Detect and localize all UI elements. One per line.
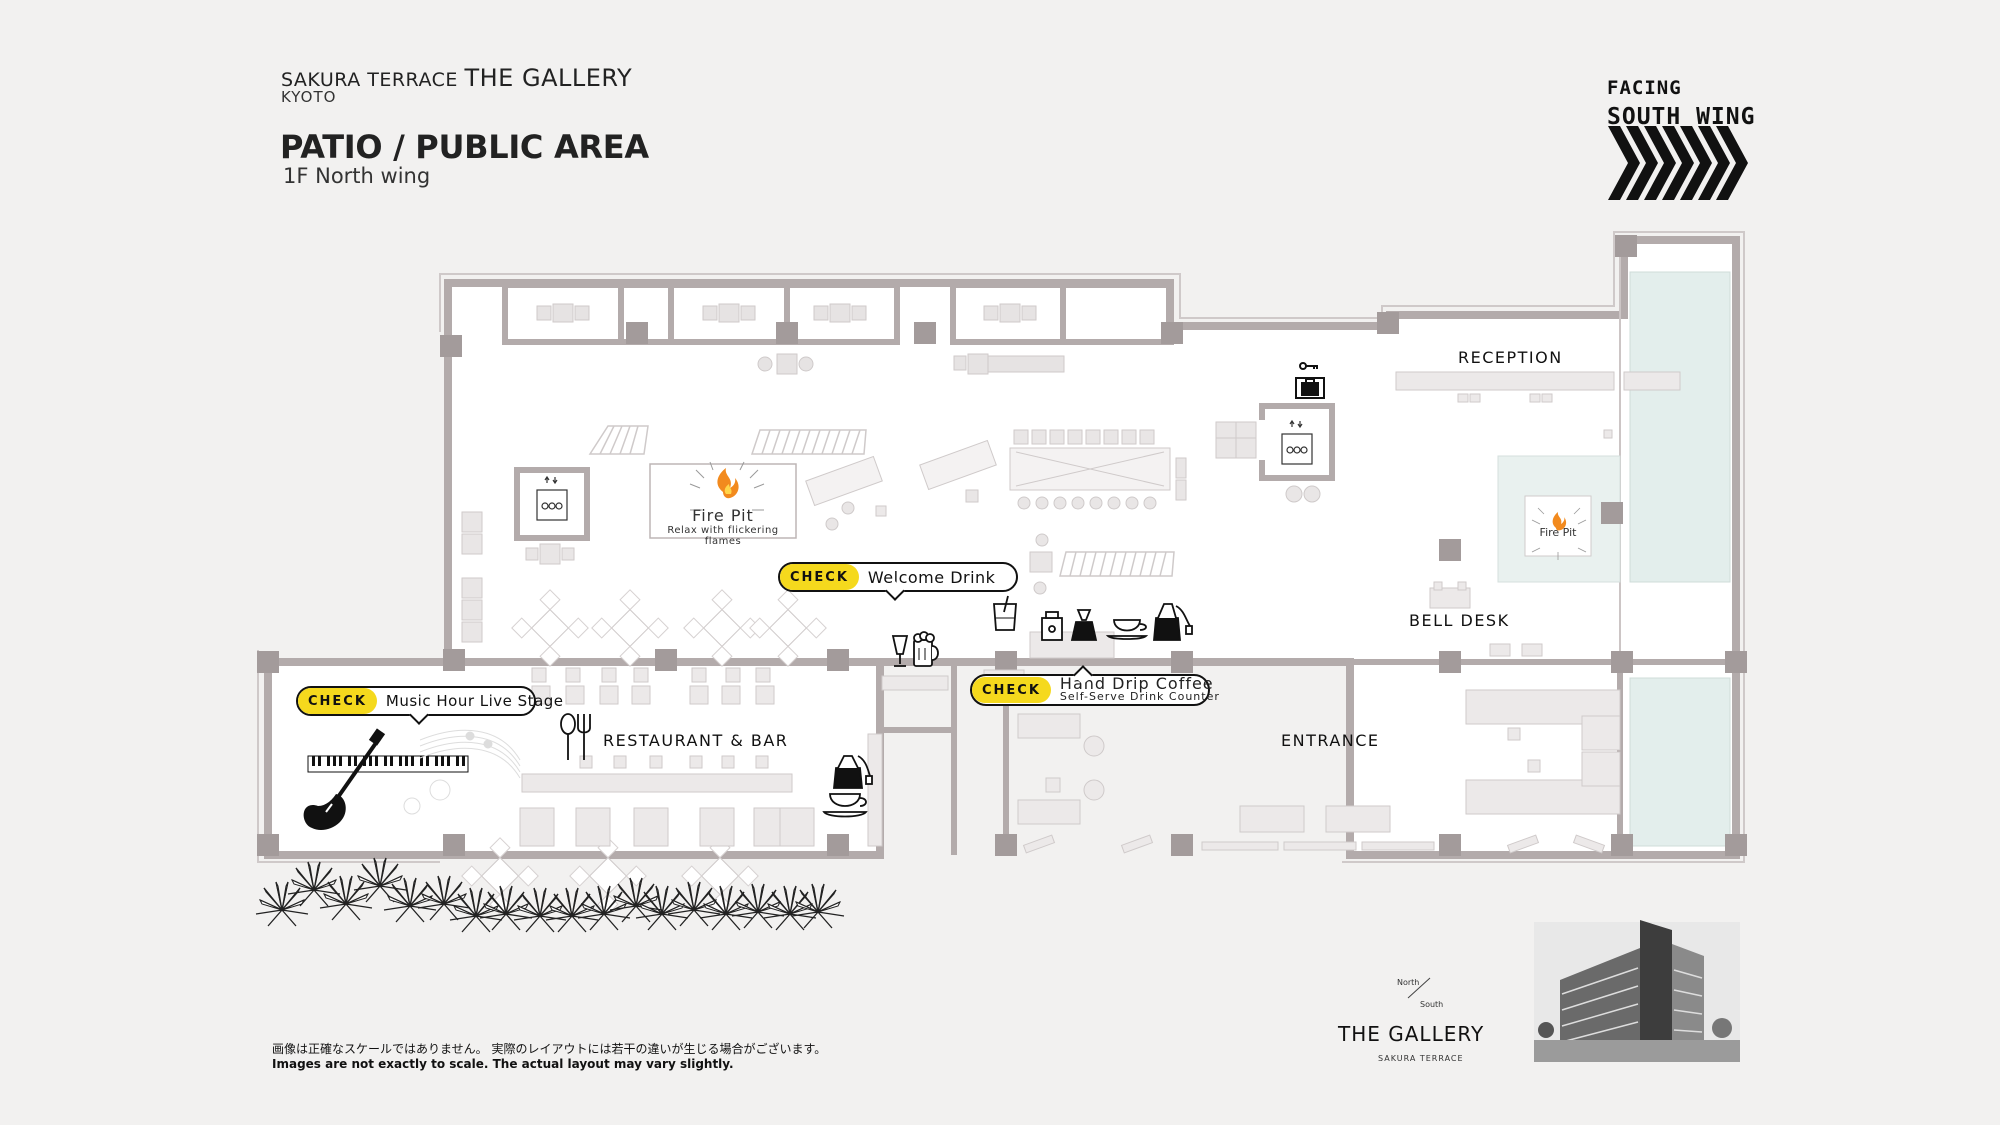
welcome-drink-icons — [891, 631, 939, 667]
callout-music-text: Music Hour Live Stage — [385, 692, 564, 710]
facing-direction: FACING SOUTH WING — [1607, 74, 1755, 132]
guitar-icon — [303, 728, 386, 830]
check-badge: CHECK — [298, 688, 377, 714]
scale-note-english: Images are not exactly to scale. The act… — [272, 1057, 734, 1071]
music-staff-decoration — [403, 729, 521, 815]
piano-keyboard — [307, 755, 469, 773]
fire-pit-small-label: Fire Pit — [1539, 526, 1577, 539]
north-south-divider — [1407, 977, 1431, 999]
facing-line1: FACING — [1607, 77, 1682, 99]
callout-coffee-title: Hand Drip Coffee — [1059, 674, 1214, 693]
callout-welcome-text: Welcome Drink — [867, 567, 996, 587]
brand-prefix: SAKURA TERRACE — [281, 69, 458, 91]
chevron-right-arrows-icon — [1608, 126, 1748, 200]
area-label-entrance: ENTRANCE — [1281, 731, 1380, 750]
brand-city: KYOTO — [281, 88, 337, 106]
check-badge: CHECK — [972, 677, 1051, 703]
fire-pit-box: Fire Pit Relax with flickering flames — [650, 506, 796, 547]
coffee-counter-icons — [993, 595, 1193, 641]
check-badge: CHECK — [780, 564, 859, 590]
tea-coffee-icons — [822, 755, 873, 818]
callout-coffee-sub: Self-Serve Drink Counter — [1059, 690, 1220, 703]
cutlery-icon — [560, 713, 591, 760]
logo-north: North — [1397, 978, 1420, 987]
callout-music[interactable]: CHECK Music Hour Live Stage — [296, 686, 563, 716]
logo-south: South — [1420, 1000, 1444, 1009]
callout-welcome-drink[interactable]: CHECK Welcome Drink — [778, 562, 1018, 592]
gallery-logo: THE GALLERY — [1338, 1022, 1485, 1046]
garden-plants — [255, 857, 845, 933]
scale-note-japanese: 画像は正確なスケールではありません。 実際のレイアウトには若干の違いが生じる場合… — [272, 1042, 827, 1056]
elevator-icon — [536, 419, 1313, 521]
brand-strong: THE GALLERY — [464, 64, 633, 92]
facing-line2: SOUTH WING — [1607, 104, 1756, 130]
brand-name: SAKURA TERRACE THE GALLERY — [281, 64, 632, 92]
luggage-key-icon — [1295, 362, 1325, 399]
building-walls — [264, 236, 1740, 859]
area-label-bell-desk: BELL DESK — [1409, 611, 1510, 630]
area-label-reception: RECEPTION — [1458, 348, 1563, 367]
area-label-restaurant: RESTAURANT & BAR — [603, 731, 789, 750]
page-subtitle: 1F North wing — [283, 164, 431, 188]
page-title: PATIO / PUBLIC AREA — [280, 128, 649, 166]
fire-pit-caption: Relax with flickering flames — [667, 525, 779, 547]
gallery-logo-sub: SAKURA TERRACE — [1378, 1054, 1464, 1063]
fire-pit-small-icon — [1524, 495, 1592, 560]
fire-pit-icon — [689, 461, 765, 511]
building-photo — [1534, 920, 1740, 1062]
callout-coffee[interactable]: CHECK Hand Drip Coffee Self-Serve Drink … — [970, 674, 1219, 706]
fire-pit-title: Fire Pit — [692, 506, 754, 525]
callout-coffee-text: Hand Drip Coffee Self-Serve Drink Counte… — [1059, 674, 1220, 704]
